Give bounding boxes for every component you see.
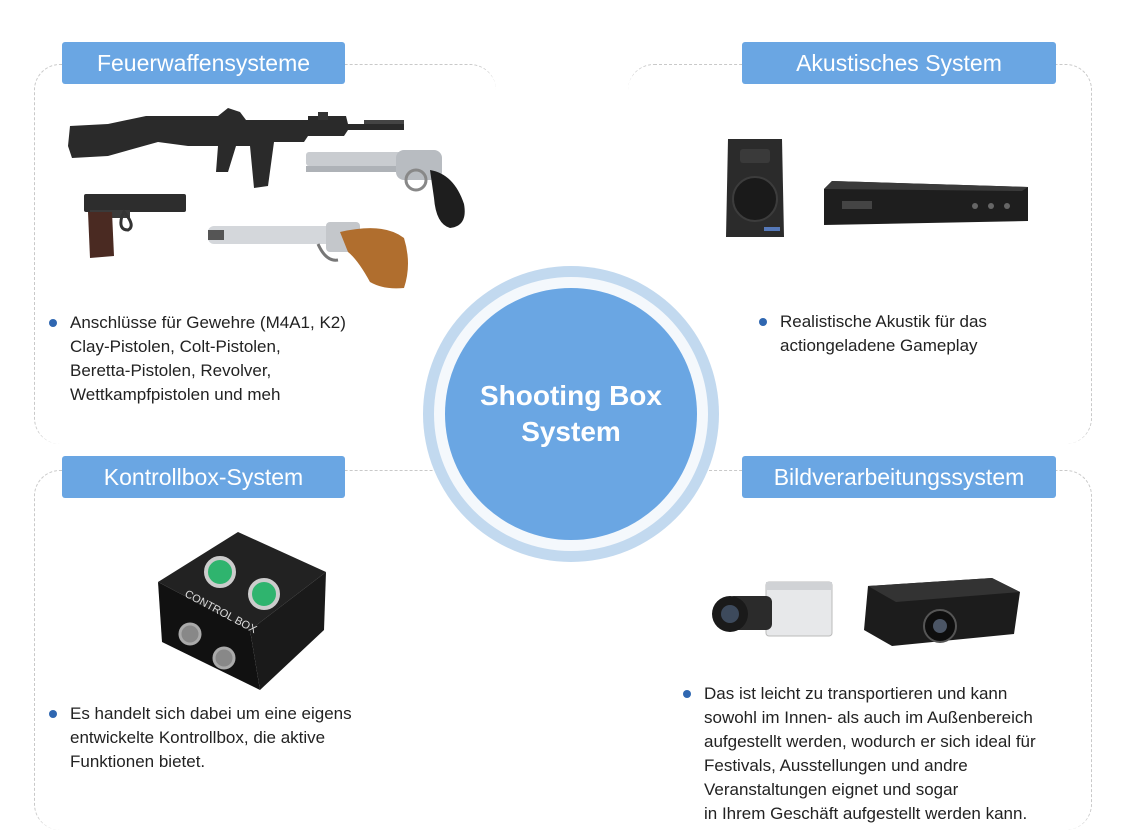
bullet-dot — [49, 319, 57, 327]
acoustic-text: Realistische Akustik für das actiongelad… — [780, 312, 987, 355]
speaker-image — [726, 139, 784, 237]
competition-pistol-image — [208, 222, 408, 289]
control-box-image: CONTROL BOX — [158, 532, 326, 690]
controlbox-description: Es handelt sich dabei um eine eigens ent… — [49, 702, 409, 774]
controlbox-text: Es handelt sich dabei um eine eigens ent… — [70, 704, 352, 771]
center-title: Shooting Box System — [480, 380, 662, 447]
bullet-dot — [49, 710, 57, 718]
firearms-text: Anschlüsse für Gewehre (M4A1, K2) Clay-P… — [70, 313, 346, 404]
bullet-dot — [759, 318, 767, 326]
imaging-heading: Bildverarbeitungssystem — [742, 456, 1056, 498]
projector-image — [864, 578, 1020, 646]
pistol-image — [84, 194, 186, 258]
camera-image — [712, 581, 833, 637]
center-circle: Shooting Box System — [445, 288, 697, 540]
acoustic-heading: Akustisches System — [742, 42, 1056, 84]
firearms-description: Anschlüsse für Gewehre (M4A1, K2) Clay-P… — [49, 311, 409, 407]
bullet-dot — [683, 690, 691, 698]
revolver-image — [306, 150, 465, 228]
controlbox-heading: Kontrollbox-System — [62, 456, 345, 498]
imaging-text: Das ist leicht zu transportieren und kan… — [704, 684, 1036, 823]
acoustic-description: Realistische Akustik für das actiongelad… — [759, 310, 1059, 358]
firearms-heading: Feuerwaffensysteme — [62, 42, 345, 84]
amplifier-image — [824, 181, 1028, 225]
rifle-image — [68, 108, 404, 188]
imaging-description: Das ist leicht zu transportieren und kan… — [683, 682, 1103, 826]
